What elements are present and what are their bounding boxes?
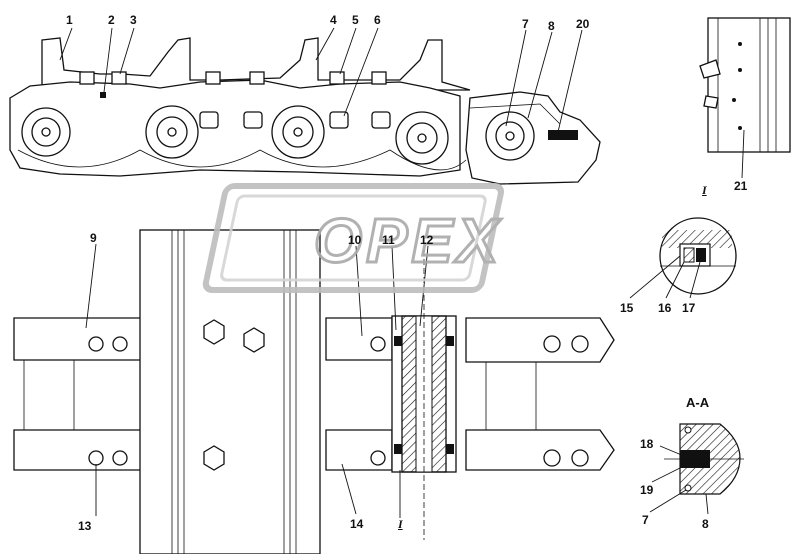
leader-lines [59, 27, 745, 518]
callout-20: 20 [576, 17, 590, 31]
callout-8: 8 [548, 19, 555, 33]
callout-9: 9 [90, 231, 97, 245]
callout-16: 16 [658, 301, 672, 315]
callout-10: 10 [348, 233, 362, 247]
section-A-A-view [664, 423, 744, 495]
detail-label-top: I [702, 183, 707, 197]
callout-7: 7 [522, 17, 529, 31]
callout-5: 5 [352, 13, 359, 27]
callout-8-section: 8 [702, 517, 709, 531]
callout-7-section: 7 [642, 513, 649, 527]
detail-I-view [659, 217, 737, 295]
track-plan-view [13, 229, 615, 554]
callout-6: 6 [374, 13, 381, 27]
callout-3: 3 [130, 13, 137, 27]
callout-21: 21 [734, 179, 748, 193]
callout-12: 12 [420, 233, 434, 247]
plate-21-view [699, 17, 791, 153]
watermark-text: OPEX [314, 207, 502, 276]
callout-15: 15 [620, 301, 634, 315]
callout-11: 11 [382, 233, 395, 247]
watermark-logo: OPEX [202, 183, 505, 293]
callout-19: 19 [640, 483, 654, 497]
callout-18: 18 [640, 437, 654, 451]
callout-14: 14 [350, 517, 364, 531]
callout-4: 4 [330, 13, 337, 27]
callout-17: 17 [682, 301, 696, 315]
callout-1: 1 [66, 13, 73, 27]
track-chain-side-view [9, 37, 601, 185]
detail-label-bottom: I [398, 517, 403, 531]
callout-13: 13 [78, 519, 92, 533]
section-label-a-a: A-A [686, 395, 710, 410]
callout-2: 2 [108, 13, 115, 27]
